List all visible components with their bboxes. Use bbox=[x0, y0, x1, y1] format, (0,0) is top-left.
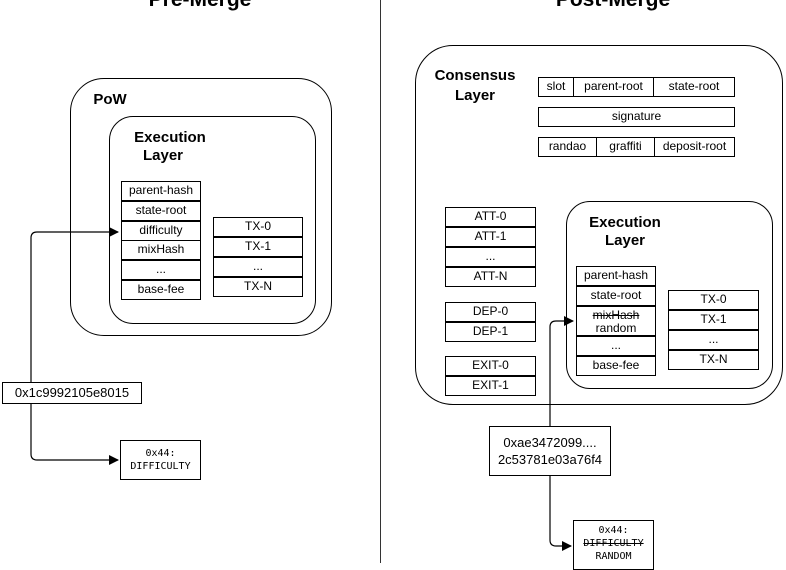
pre-opcode-box: 0x44: DIFFICULTY bbox=[120, 440, 201, 480]
post-field-state-root: state-root bbox=[576, 286, 656, 306]
consensus-field-state-root: state-root bbox=[653, 77, 735, 97]
attestation-item: ATT-1 bbox=[445, 227, 536, 247]
post-tx-item: TX-0 bbox=[668, 290, 759, 310]
pre-tx-item: TX-0 bbox=[213, 217, 303, 237]
pre-field-mixhash: mixHash bbox=[121, 240, 201, 260]
post-execution-label-2: Layer bbox=[604, 232, 646, 249]
consensus-field-randao: randao bbox=[538, 137, 597, 157]
post-field-base-fee: base-fee bbox=[576, 356, 656, 376]
pre-tx-item: TX-1 bbox=[213, 237, 303, 257]
post-opcode-line2: DIFFICULTY bbox=[583, 538, 644, 549]
consensus-label-2: Layer bbox=[454, 87, 496, 104]
consensus-field-slot: slot bbox=[538, 77, 574, 97]
post-field-ellipsis: ... bbox=[576, 336, 656, 356]
pre-opcode-line2: DIFFICULTY bbox=[130, 461, 191, 472]
section-divider bbox=[380, 0, 381, 563]
pre-execution-label-1: Execution bbox=[134, 129, 206, 146]
pre-tx-item: ... bbox=[213, 257, 303, 277]
post-opcode-line3: RANDOM bbox=[595, 551, 632, 562]
attestation-item: ATT-N bbox=[445, 267, 536, 287]
pre-field-base-fee: base-fee bbox=[121, 280, 201, 300]
post-opcode-line1: 0x44: bbox=[598, 525, 629, 536]
post-tx-item: ... bbox=[668, 330, 759, 350]
attestation-item: ... bbox=[445, 247, 536, 267]
pre-field-ellipsis: ... bbox=[121, 260, 201, 280]
post-field-random: random bbox=[595, 321, 637, 335]
post-tx-item: TX-N bbox=[668, 350, 759, 370]
pre-tx-item: TX-N bbox=[213, 277, 303, 297]
post-random-value-line2: 2c53781e03a76f4 bbox=[497, 452, 603, 467]
consensus-field-signature: signature bbox=[538, 107, 735, 127]
post-arrow-to-random bbox=[549, 316, 574, 426]
consensus-field-parent-root: parent-root bbox=[573, 77, 654, 97]
post-field-mixhash-random: mixHash random bbox=[576, 306, 656, 336]
attestation-item: ATT-0 bbox=[445, 207, 536, 227]
post-arrow-to-opcode bbox=[549, 476, 572, 551]
post-random-value-line1: 0xae3472099.... bbox=[503, 435, 597, 450]
post-merge-title: Post-Merge bbox=[513, 0, 713, 14]
exit-item: EXIT-0 bbox=[445, 356, 536, 376]
post-field-mixhash-old: mixHash bbox=[592, 308, 640, 322]
consensus-field-graffiti: graffiti bbox=[596, 137, 655, 157]
pre-arrow-to-difficulty bbox=[30, 227, 119, 382]
post-field-parent-hash: parent-hash bbox=[576, 266, 656, 286]
pre-merge-title: Pre-Merge bbox=[100, 0, 300, 14]
pre-arrow-to-opcode bbox=[30, 404, 119, 465]
pre-difficulty-value: 0x1c9992105e8015 bbox=[2, 382, 142, 404]
pre-opcode-line1: 0x44: bbox=[145, 448, 176, 459]
consensus-label-1: Consensus bbox=[434, 67, 516, 84]
post-tx-item: TX-1 bbox=[668, 310, 759, 330]
pre-field-state-root: state-root bbox=[121, 201, 201, 221]
exit-item: EXIT-1 bbox=[445, 376, 536, 396]
pre-field-parent-hash: parent-hash bbox=[121, 181, 201, 201]
post-random-value: 0xae3472099.... 2c53781e03a76f4 bbox=[489, 426, 611, 476]
post-opcode-box: 0x44: DIFFICULTY RANDOM bbox=[573, 520, 654, 570]
deposit-item: DEP-1 bbox=[445, 322, 536, 342]
post-execution-label-1: Execution bbox=[589, 214, 661, 231]
consensus-field-deposit-root: deposit-root bbox=[654, 137, 735, 157]
deposit-item: DEP-0 bbox=[445, 302, 536, 322]
pow-label: PoW bbox=[93, 91, 127, 108]
pre-execution-label-2: Layer bbox=[142, 147, 184, 164]
